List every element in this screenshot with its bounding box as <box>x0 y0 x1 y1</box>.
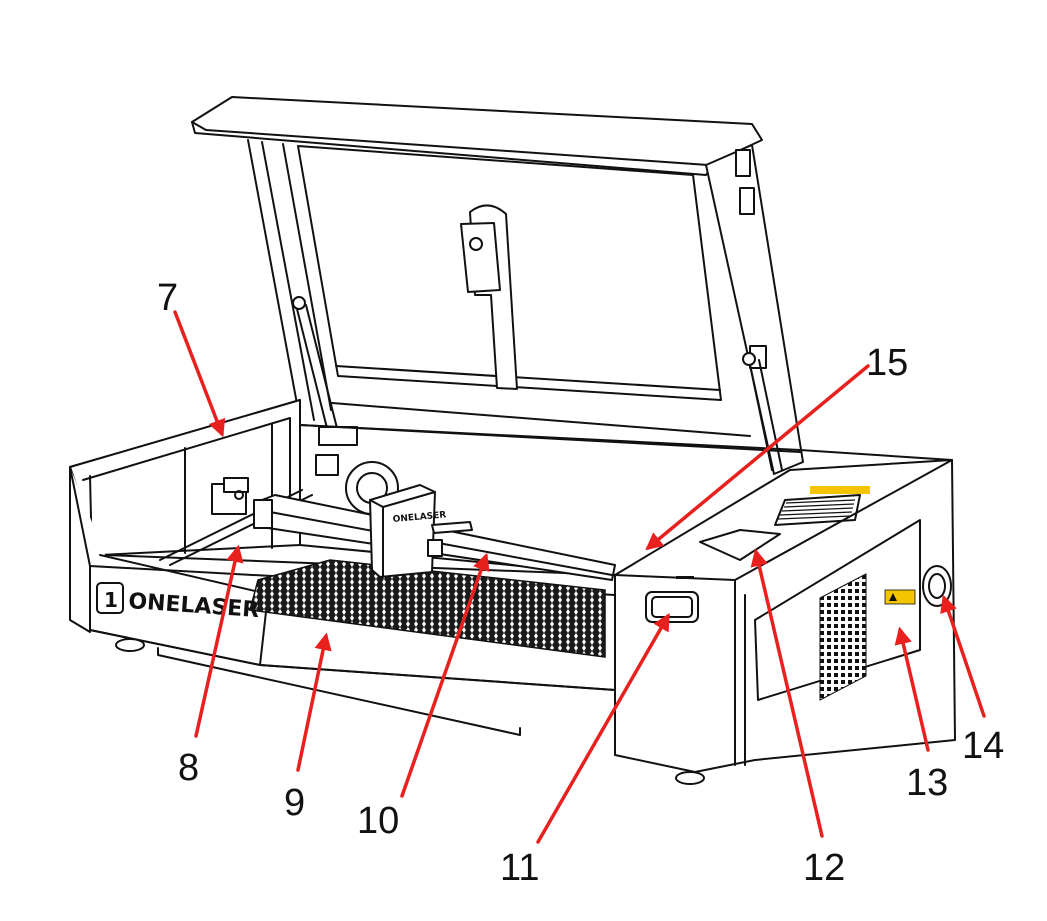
power-button[interactable] <box>645 591 699 623</box>
side-vent-grill <box>819 573 867 701</box>
exhaust-port[interactable] <box>922 565 952 607</box>
callout-arrow-13 <box>894 626 930 752</box>
callout-label-13: 13 <box>906 762 948 804</box>
callout-label-11: 11 <box>500 847 539 889</box>
callout-arrow-9 <box>296 632 332 772</box>
control-housing <box>614 459 956 773</box>
honeycomb-work-bed <box>249 559 606 658</box>
lid-gas-strut-left <box>292 296 358 446</box>
callout-arrow-14 <box>940 594 986 718</box>
top-warning-sticker <box>810 486 870 494</box>
indicator-dots <box>676 576 694 579</box>
callout-label-7: 7 <box>157 277 178 319</box>
touch-display[interactable] <box>699 529 781 561</box>
lid[interactable] <box>191 96 804 475</box>
callout-arrow-12 <box>750 548 824 838</box>
callout-arrows <box>173 310 986 844</box>
callout-label-14: 14 <box>962 725 1004 767</box>
laser-head: ONELASER <box>369 484 473 578</box>
callout-label-8: 8 <box>178 747 199 789</box>
callout-label-10: 10 <box>357 800 399 842</box>
front-logo-mark: 1 <box>104 588 118 612</box>
callout-arrow-8 <box>194 544 244 738</box>
callout-arrow-15 <box>645 364 870 551</box>
callout-arrow-7 <box>173 310 226 438</box>
callout-arrow-11 <box>536 612 670 844</box>
callout-labels: 7 8 9 10 11 12 13 14 15 <box>157 277 1004 889</box>
side-warning-label <box>884 589 916 605</box>
laser-head-badge: ONELASER <box>392 510 446 525</box>
callout-label-15: 15 <box>866 342 908 384</box>
callout-arrow-10 <box>400 552 490 798</box>
callout-label-9: 9 <box>284 782 305 824</box>
callout-label-12: 12 <box>803 847 845 889</box>
y-axis-motor <box>211 477 273 529</box>
